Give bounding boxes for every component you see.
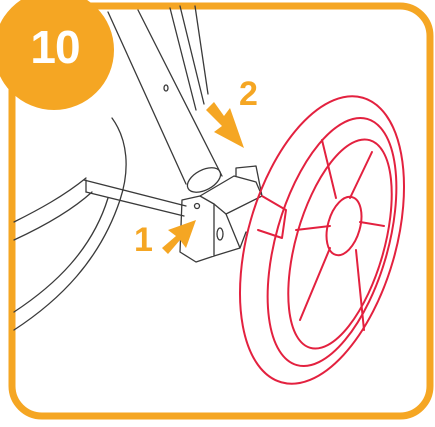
wheel-tire-inner [266, 116, 398, 368]
wheel-spoke [299, 247, 331, 321]
wheel-rim [287, 138, 393, 350]
arrow-icon [206, 102, 244, 148]
wheel-tire-outer [238, 95, 406, 385]
wheel-spoke [355, 249, 365, 331]
wheel-spoke [295, 225, 331, 231]
callout-label-1: 1 [134, 221, 153, 259]
step-badge-circle [0, 0, 114, 110]
step-number: 10 [30, 21, 80, 73]
wheel [238, 95, 406, 385]
arrow-icon [162, 220, 196, 254]
callout-label-2: 2 [239, 75, 258, 113]
wheel-spoke [349, 151, 373, 199]
frame-border [8, 2, 434, 420]
wheel-spoke [321, 139, 337, 199]
wheel-hub [325, 195, 363, 257]
stroller-frame [13, 5, 263, 331]
callout-arrows [162, 102, 244, 254]
wheel-spoke [359, 221, 385, 227]
